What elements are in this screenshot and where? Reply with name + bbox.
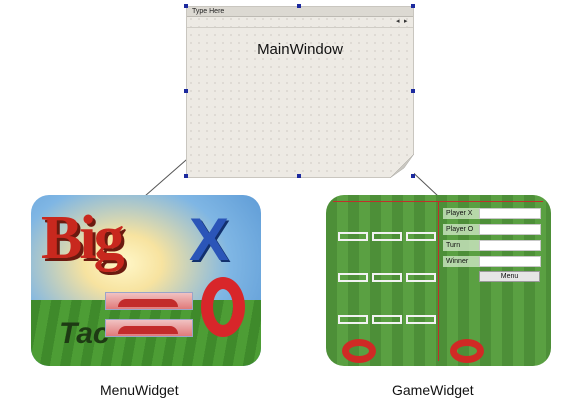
board-cell[interactable]: [406, 273, 436, 282]
main-window-title: MainWindow: [257, 41, 343, 58]
selection-handle[interactable]: [184, 89, 188, 93]
board-cell[interactable]: [372, 273, 402, 282]
board-cell[interactable]: [338, 273, 368, 282]
winner-field: [479, 256, 541, 267]
selection-handle[interactable]: [411, 4, 415, 8]
board-cell[interactable]: [406, 232, 436, 241]
button-ornament: [118, 326, 178, 334]
selection-handle[interactable]: [297, 4, 301, 8]
selection-handle[interactable]: [184, 4, 188, 8]
menu-widget-preview: Big Tac X: [31, 195, 261, 366]
player-o-label: Player O: [443, 224, 479, 235]
logo-tac: Tac: [59, 317, 110, 350]
x-mascot: X: [189, 206, 230, 273]
winner-label: Winner: [443, 256, 479, 267]
menu-widget-caption: MenuWidget: [100, 382, 179, 398]
board-cell[interactable]: [338, 315, 368, 324]
main-window-preview: Type Here ◂ ▸ MainWindow: [186, 6, 414, 178]
selection-handle[interactable]: [411, 89, 415, 93]
board-cell[interactable]: [406, 315, 436, 324]
game-widget-caption: GameWidget: [392, 382, 474, 398]
menu-bar[interactable]: Type Here: [187, 7, 413, 17]
player-x-field: [479, 208, 541, 219]
selection-handle[interactable]: [297, 174, 301, 178]
button-ornament: [118, 299, 178, 307]
selection-handle[interactable]: [184, 174, 188, 178]
turn-field: [479, 240, 541, 251]
o-mascot: [450, 339, 484, 363]
game-menu-button[interactable]: Menu: [479, 271, 540, 282]
toolbar-strip: ◂ ▸: [187, 17, 413, 28]
o-mascot: [201, 277, 245, 337]
nav-left-icon[interactable]: ◂: [396, 18, 400, 25]
board-cell[interactable]: [372, 315, 402, 324]
player-o-field: [479, 224, 541, 235]
logo-big: Big: [41, 204, 125, 272]
menu-bar-placeholder[interactable]: Type Here: [192, 8, 225, 15]
menu-button-play[interactable]: [105, 292, 193, 310]
selection-handle[interactable]: [411, 174, 415, 178]
o-mascot: [342, 339, 376, 363]
board-cell[interactable]: [372, 232, 402, 241]
turn-label: Turn: [443, 240, 479, 251]
board-cell[interactable]: [338, 232, 368, 241]
field-line: [438, 201, 439, 361]
menu-button-quit[interactable]: [105, 319, 193, 337]
page-curl-icon: [390, 154, 414, 178]
nav-right-icon[interactable]: ▸: [404, 18, 408, 25]
player-x-label: Player X: [443, 208, 479, 219]
game-widget-preview: Player X Player O Turn Winner Menu: [326, 195, 551, 366]
